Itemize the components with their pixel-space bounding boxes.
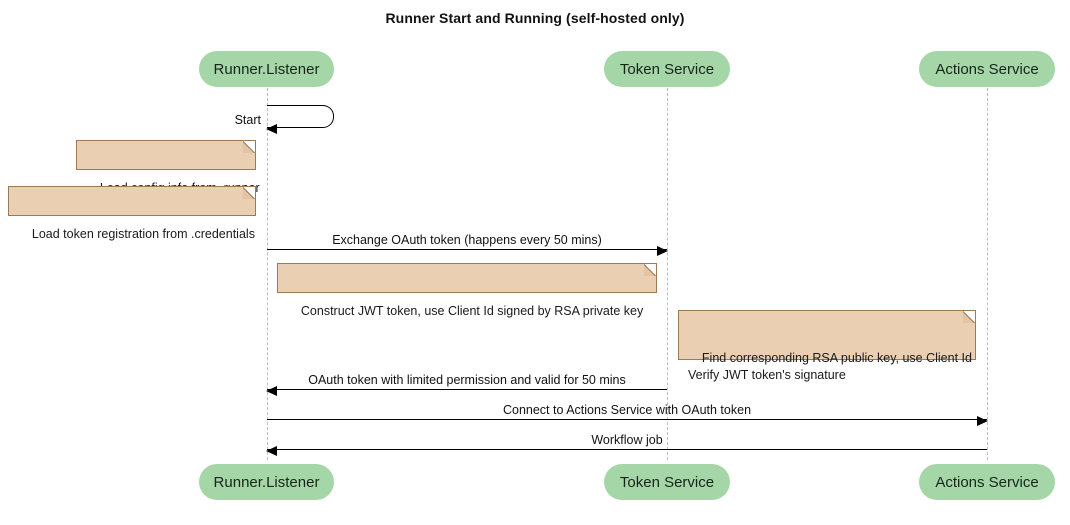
message-label: Connect to Actions Service with OAuth to…: [502, 403, 752, 417]
diagram-title: Runner Start and Running (self-hosted on…: [385, 10, 685, 26]
message-label: Exchange OAuth token (happens every 50 m…: [332, 233, 602, 247]
message-line: [267, 449, 987, 450]
note-load-config: Load config info from .runner: [76, 140, 260, 195]
message-label: OAuth token with limited permission and …: [308, 373, 626, 387]
participant-runner-listener-top[interactable]: Runner.Listener: [199, 51, 334, 87]
note-load-token-registration: Load token registration from .credential…: [8, 186, 256, 241]
message-exchange-oauth-token: Exchange OAuth token (happens every 50 m…: [267, 228, 668, 256]
arrowhead-left-icon: [266, 445, 277, 456]
message-line: [267, 389, 667, 390]
message-label: Workflow job: [591, 433, 663, 447]
self-message-start: Start: [235, 105, 334, 134]
participant-label: Actions Service: [935, 60, 1039, 78]
arrowhead-left-icon: [266, 385, 277, 396]
note-fold-corner-icon: [963, 310, 976, 323]
lifeline-runner: [266, 88, 268, 460]
note-fold-corner-icon: [644, 263, 657, 276]
arrowhead-right-icon: [657, 245, 668, 256]
note-verify-jwt-signature: Find corresponding RSA public key, use C…: [678, 310, 976, 382]
message-line: [267, 249, 667, 250]
message-connect-actions-service: Connect to Actions Service with OAuth to…: [267, 398, 988, 426]
participant-label: Runner.Listener: [213, 60, 320, 78]
note-fold-corner-icon: [243, 140, 256, 153]
note-fold-corner-icon: [243, 186, 256, 199]
message-oauth-token-response: OAuth token with limited permission and …: [266, 368, 667, 396]
participant-label: Token Service: [619, 473, 715, 491]
participant-label: Token Service: [619, 60, 715, 78]
self-message-loop: [267, 105, 334, 128]
note-text: Construct JWT token, use Client Id signe…: [300, 304, 644, 318]
note-text: Find corresponding RSA public key, use C…: [688, 351, 972, 382]
participant-token-service-top[interactable]: Token Service: [604, 51, 730, 87]
message-line: [267, 419, 987, 420]
participant-token-service-bottom[interactable]: Token Service: [604, 464, 730, 500]
participant-label: Actions Service: [935, 473, 1039, 491]
note-text: Load token registration from .credential…: [31, 227, 255, 241]
lifeline-token: [666, 88, 668, 460]
participant-actions-service-top[interactable]: Actions Service: [919, 51, 1055, 87]
arrowhead-right-icon: [977, 415, 988, 426]
lifeline-actions: [986, 88, 988, 460]
self-message-label: Start: [234, 113, 261, 127]
participant-label: Runner.Listener: [213, 473, 320, 491]
participant-runner-listener-bottom[interactable]: Runner.Listener: [199, 464, 334, 500]
message-workflow-job: Workflow job: [266, 428, 987, 456]
arrowhead-left-icon: [266, 123, 277, 134]
note-construct-jwt-token: Construct JWT token, use Client Id signe…: [277, 263, 657, 318]
participant-actions-service-bottom[interactable]: Actions Service: [919, 464, 1055, 500]
